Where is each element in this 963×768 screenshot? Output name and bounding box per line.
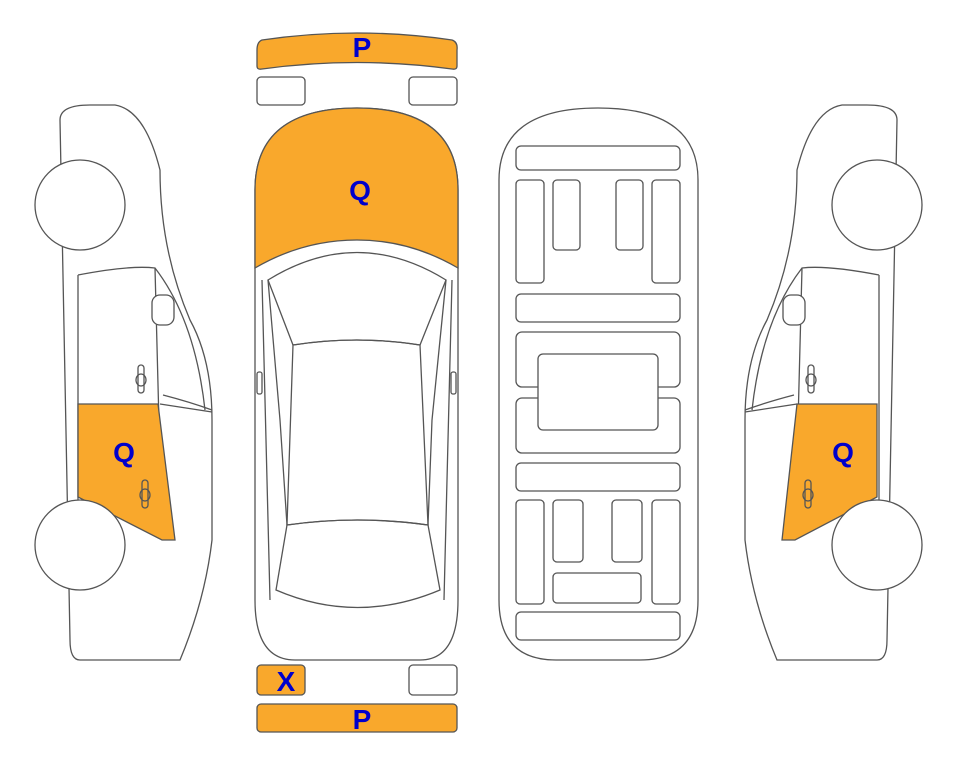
rear-bumper[interactable] <box>256 703 458 733</box>
top-view: P Q X P <box>254 32 459 735</box>
right-front-wheel <box>831 159 923 251</box>
underbody-panel <box>515 462 681 492</box>
door-handle-icon <box>135 364 147 394</box>
rear-light-left-label: X <box>277 666 296 697</box>
mirror-left <box>256 371 263 395</box>
door-handle-icon <box>805 364 817 394</box>
rear-light-right[interactable] <box>408 664 458 696</box>
underbody-panel <box>552 179 581 251</box>
underbody-panel <box>515 499 545 605</box>
rear-bumper-label: P <box>353 704 372 735</box>
front-bumper-label: P <box>353 32 372 63</box>
left-front-wheel <box>34 159 126 251</box>
headlight-left[interactable] <box>256 76 306 106</box>
right-side-view <box>744 104 923 661</box>
left-rear-wheel <box>34 499 126 591</box>
left-mirror <box>151 294 175 326</box>
underbody-panel <box>515 145 681 171</box>
front-bumper[interactable] <box>256 32 458 70</box>
underbody-panel <box>552 499 584 563</box>
underbody-panel <box>552 572 642 604</box>
right-rear-wheel <box>831 499 923 591</box>
headlight-right[interactable] <box>408 76 458 106</box>
right-mirror <box>782 294 806 326</box>
left-side-view: Q <box>34 104 213 661</box>
left-rear-door-label: Q <box>113 437 135 468</box>
underbody-panel <box>537 353 659 431</box>
underbody-panel <box>615 179 644 251</box>
left-side-line <box>261 279 288 601</box>
rear-window <box>275 519 441 609</box>
door-handle-icon <box>139 479 151 509</box>
hood[interactable] <box>254 107 459 270</box>
underbody-view <box>498 107 699 661</box>
hood-label: Q <box>349 175 371 206</box>
underbody-panel <box>515 293 681 323</box>
underbody-panel <box>651 179 681 284</box>
rear-light-left[interactable] <box>256 664 306 696</box>
right-rear-door-label: Q <box>832 437 854 468</box>
underbody-panel <box>651 499 681 605</box>
mirror-right <box>450 371 457 395</box>
door-handle-icon <box>802 479 814 509</box>
right-side-line <box>427 279 453 601</box>
underbody-panel <box>515 611 681 641</box>
underbody-panel <box>611 499 643 563</box>
underbody-panel <box>515 179 545 284</box>
